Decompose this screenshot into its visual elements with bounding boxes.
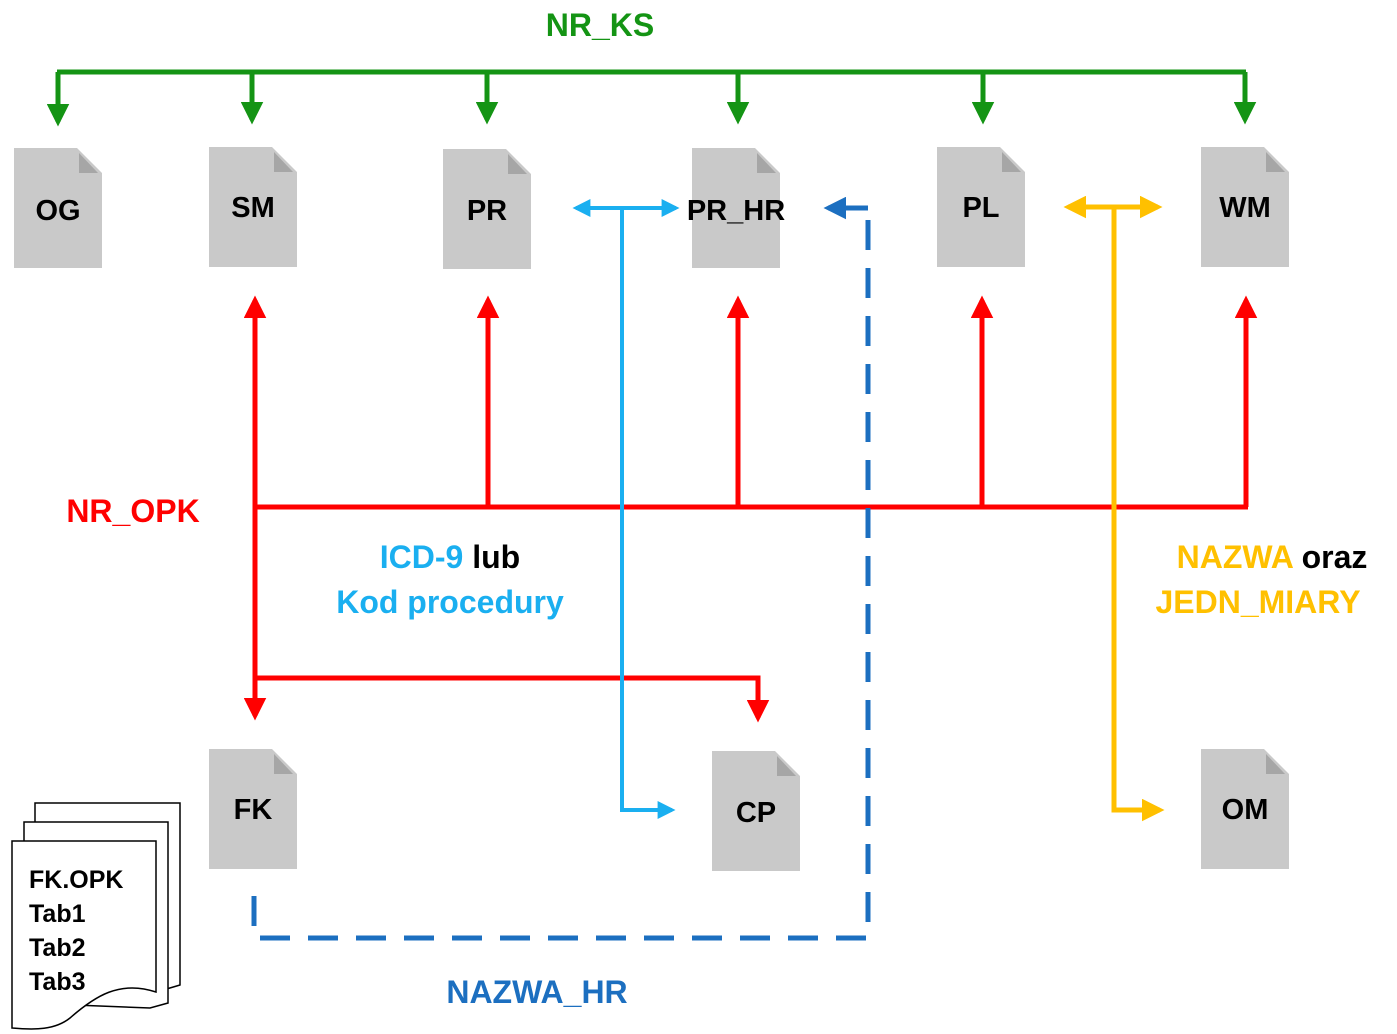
document-cp: CP [712,751,800,871]
document-fk-label: FK [234,794,273,826]
document-pl: PL [937,147,1025,267]
nazwa-hr-label: NAZWA_HR [446,974,627,1010]
document-og: OG [14,148,102,268]
kod-procedury-label: Kod procedury [336,584,564,620]
nr-opk-arrow-cp [255,675,770,723]
oraz-label: oraz [1302,539,1368,575]
fk-opk-document-stack: FK.OPK Tab1 Tab2 Tab3 [11,802,181,1030]
stack-line-tab1: Tab1 [29,900,86,928]
document-wm: WM [1201,147,1289,267]
document-pr-hr: PR_HR [687,148,785,268]
nr-ks-label: NR_KS [546,7,654,43]
icd9-connector [572,199,680,819]
document-pl-label: PL [962,192,999,224]
document-pr-label: PR [467,195,507,227]
document-pr-hr-label: PR_HR [687,195,785,227]
stack-line-tab3: Tab3 [29,968,86,996]
document-pr: PR [443,149,531,269]
nazwa-hr-dashed-line [251,208,871,941]
nr-opk-connector [243,295,1258,723]
nr-opk-label: NR_OPK [66,493,199,529]
nazwa-connector [1063,195,1165,822]
document-om-label: OM [1222,794,1269,826]
stack-page-front [11,840,157,1030]
stack-line-fk-opk: FK.OPK [29,866,123,894]
lub-label: lub [472,539,520,575]
document-wm-label: WM [1219,192,1271,224]
nazwa-arrow-om [1111,207,1165,822]
icd9-arrow-cp [620,208,676,819]
nazwa-label-line1: NAZWA oraz [1177,539,1368,575]
document-cp-label: CP [736,797,776,829]
document-fk: FK [209,749,297,869]
stack-line-tab2: Tab2 [29,934,86,962]
icd9-label: ICD-9 [380,539,464,575]
nazwa-label: NAZWA [1177,539,1294,575]
nazwa-hr-connector [251,196,871,941]
jedn-miary-label: JEDN_MIARY [1155,584,1360,620]
icd9-label-line1: ICD-9 lub [380,539,520,575]
document-sm-label: SM [231,192,275,224]
nr-ks-connector [46,69,1257,127]
document-og-label: OG [35,195,80,227]
document-sm: SM [209,147,297,267]
document-om: OM [1201,749,1289,869]
